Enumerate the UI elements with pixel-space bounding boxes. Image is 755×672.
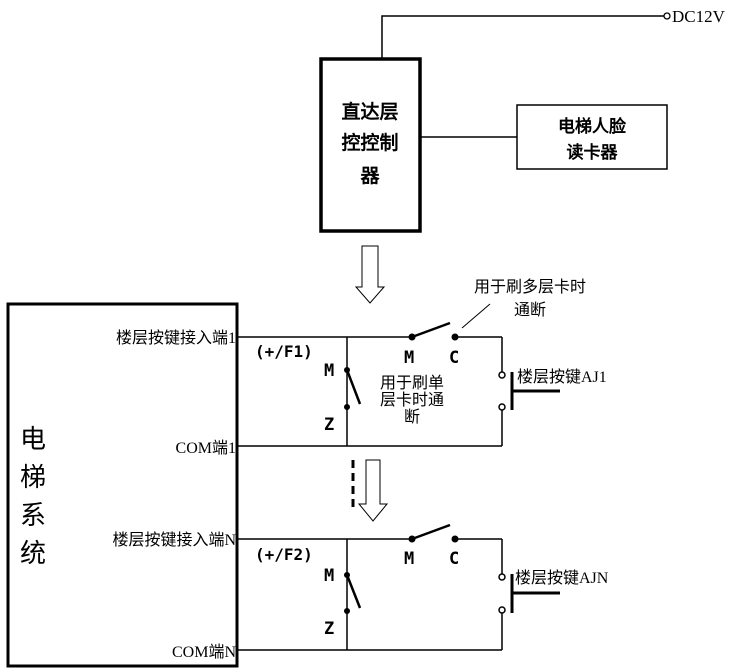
- group1-contact-c-label: C: [449, 348, 459, 368]
- group1-button-label: 楼层按键AJ1: [517, 368, 607, 386]
- face-reader-box: [516, 104, 668, 170]
- groupN-button-terminal-top: [498, 573, 506, 581]
- elevator-system-char-4: 统: [20, 539, 46, 569]
- group1-contact-c-dot: [451, 333, 459, 341]
- groupN-circuit: [237, 538, 503, 651]
- groupN-relay-label: (+/F2): [255, 545, 313, 564]
- groupN-no-switch-blade: [411, 523, 451, 541]
- multi-floor-callout-line-1: 用于刷多层卡时: [474, 277, 586, 296]
- face-reader-line-1: 电梯人脸: [558, 116, 627, 137]
- power-line: [381, 12, 671, 59]
- controller-box: [319, 57, 422, 233]
- group1-contact-z-label: Z: [324, 415, 334, 435]
- group1-relay-label: (+/F1): [255, 342, 313, 361]
- single-floor-callout-line-2: 层卡时通: [380, 390, 444, 409]
- group1-nc-switch-blade: [345, 369, 362, 405]
- group1-com-label: COM端1: [176, 439, 236, 457]
- groupN-contact-z-dot: [344, 608, 350, 614]
- single-floor-callout-line-3: 断: [404, 407, 420, 426]
- group1-input-label: 楼层按键接入端1: [116, 329, 236, 347]
- groupN-button-terminal-bottom: [498, 606, 506, 614]
- group1-contact-m2-label: M: [324, 361, 334, 381]
- elevator-system-char-3: 系: [20, 501, 46, 531]
- power-terminal: [663, 12, 671, 20]
- controller-line-2: 控控制: [341, 131, 398, 154]
- multi-floor-callout-leader: [461, 303, 491, 329]
- power-label: DC12V: [672, 7, 726, 26]
- groupN-input-label: 楼层按键接入端N: [112, 531, 236, 549]
- controller-line-1: 直达层: [341, 100, 398, 123]
- group1-contact-m2-dot: [344, 367, 350, 373]
- group1-button-terminal-top: [498, 371, 506, 379]
- groupN-contact-z-label: Z: [324, 619, 334, 639]
- groupN-contact-c-label: C: [449, 549, 459, 569]
- group1-contact-z-dot: [344, 404, 350, 410]
- groupN-nc-switch-blade: [345, 574, 362, 609]
- single-floor-callout-line-1: 用于刷单: [380, 373, 444, 392]
- face-reader-line-2: 读卡器: [567, 142, 619, 163]
- groupN-contact-c-dot: [451, 535, 459, 543]
- group1-circuit: [237, 336, 503, 447]
- groupN-contact-m-label: M: [404, 549, 414, 569]
- down-arrow-icon: [354, 245, 386, 304]
- multi-floor-callout-line-2: 通断: [514, 300, 546, 319]
- elevator-system-char-2: 梯: [20, 463, 46, 493]
- group1-no-switch-blade: [411, 321, 451, 339]
- groupN-contact-m2-label: M: [324, 566, 334, 586]
- group1-contact-m-label: M: [404, 348, 414, 368]
- down-arrow-icon-2: [357, 459, 389, 522]
- group1-button-terminal-bottom: [498, 403, 506, 411]
- groupN-contact-m2-dot: [344, 572, 350, 578]
- groupN-button-label: 楼层按键AJN: [515, 569, 609, 587]
- controller-line-3: 器: [359, 165, 380, 187]
- groupN-com-label: COM端N: [172, 643, 236, 661]
- elevator-system-box: [6, 302, 239, 668]
- elevator-system-char-1: 电: [20, 425, 46, 455]
